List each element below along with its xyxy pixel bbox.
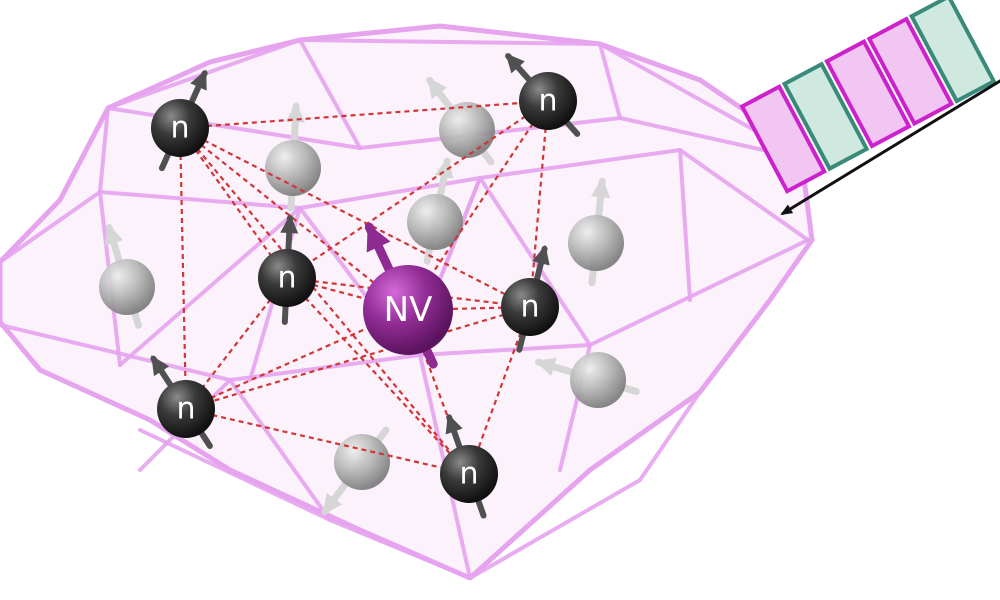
spin-arrow-head [445,413,463,435]
neutron [151,69,209,172]
coupling-line [179,127,288,279]
neutron [505,53,581,137]
spin-arrow-head [591,177,611,199]
neutron-sphere [519,72,577,130]
magenta-pulse [866,16,955,127]
neutron-sphere [440,445,498,503]
spin-arrow-head [151,355,170,377]
coupling-line [178,127,188,410]
neutron-sphere [501,278,559,336]
neutron-sphere [258,249,316,307]
spin-arrow-head [532,244,550,266]
nv-sphere [363,265,453,355]
labels: n n n n n n NV [170,84,557,492]
coupling-line [179,127,531,308]
teal-pulse [781,61,870,172]
spin-arrow-head [366,223,391,253]
crystal-facet-edge [118,176,592,367]
spin-arrow-head [534,357,557,376]
coupling-line [179,127,470,475]
spin-arrow-head [280,214,299,234]
neutron-label: n [459,457,478,492]
background-atom [439,102,495,158]
neutron-label: n [520,290,539,325]
neutron [258,214,316,325]
beam-arrow-group [780,79,1000,216]
neutron-sphere [151,99,209,157]
neutron-label: n [538,84,557,119]
coupling-line [286,100,549,279]
background-atom [99,259,155,315]
coupling-line [179,99,549,130]
background-atom [334,434,390,490]
crystal-facet-edge [598,42,622,120]
spin-arrow-head [190,69,207,91]
neutron [501,244,559,353]
spin-arrow-head [427,77,448,99]
crystal-facet-edge [138,390,702,580]
nv-center [363,222,453,369]
coupling-line [528,100,550,308]
spin-arrow-head [104,223,123,246]
pulse-train-group [739,0,997,194]
nv-label: NV [384,290,433,330]
background-atom [570,352,626,408]
coupling-line [467,306,532,475]
coupling-line [286,276,531,309]
neutron-label: n [170,111,189,146]
magenta-pulse [739,83,828,194]
background-atom [568,215,624,271]
background-atom [265,140,321,196]
coupling-line [185,305,531,411]
neutron [150,355,215,449]
background-atom [407,194,463,250]
spin-arrow-head [505,53,525,74]
crystal-facet-edge [228,378,332,522]
pulse-train [739,0,997,194]
crystal-facet-edge [0,148,810,264]
beam-arrow [780,79,1000,216]
neutron-label: n [176,392,195,427]
neutron-label: n [277,261,296,296]
crystal-facet-edge [298,38,362,150]
crystal-facet-edge [98,106,110,194]
coupling-line [179,127,409,311]
background-atoms [99,102,626,490]
spin-arrow-head [322,493,343,515]
crystal-facet-edge [678,148,692,302]
teal-pulse [908,0,997,104]
neutron-sphere [157,380,215,438]
magenta-pulse [824,38,912,149]
neutron [440,413,498,519]
coupling-line [185,407,470,476]
crystal-facet-edge [298,38,602,46]
neutron-spins [150,53,581,519]
spin-arrow-head [285,102,305,123]
